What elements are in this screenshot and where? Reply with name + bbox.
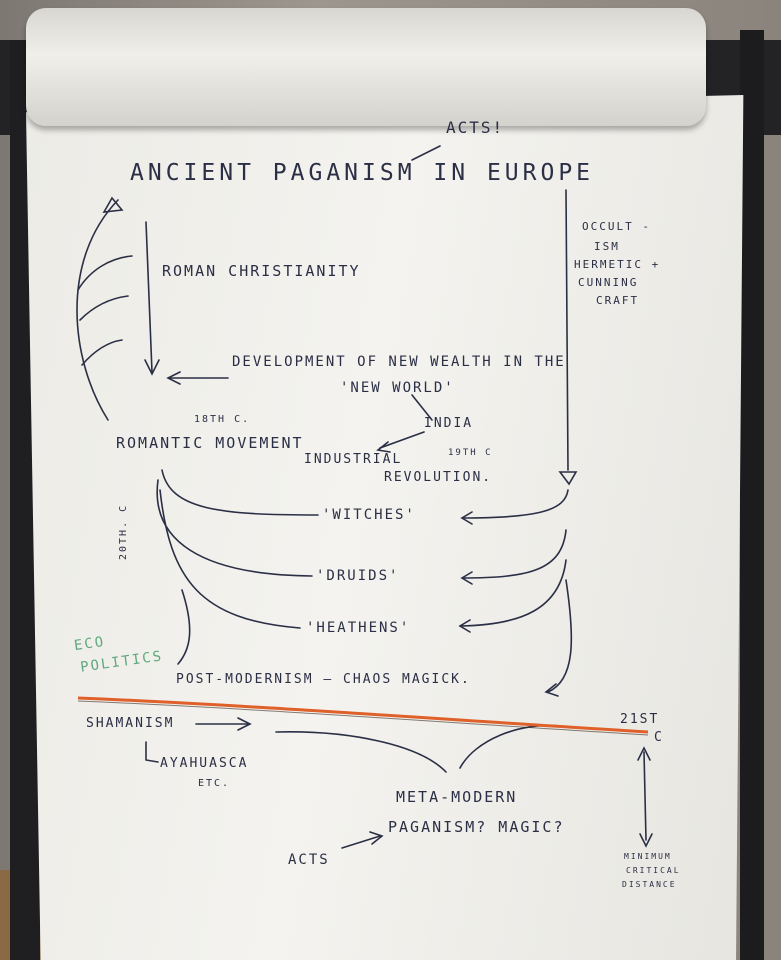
21st-century-c-text: C	[654, 730, 664, 745]
shamanism-text: SHAMANISM	[86, 716, 175, 731]
occult-line-3: HERMETIC +	[574, 258, 661, 271]
acts-bottom-text: ACTS	[288, 852, 330, 868]
flipchart-paper	[26, 95, 744, 960]
occult-line-5: CRAFT	[596, 294, 640, 307]
industrial-text: INDUSTRIAL	[304, 452, 403, 467]
occult-line-4: CUNNING	[578, 276, 639, 289]
acts-bottom-arrow	[341, 835, 381, 849]
occult-arrowhead	[558, 471, 578, 486]
small-arrow-2	[79, 295, 129, 321]
india-branch	[411, 394, 433, 421]
18th-century-text: 18TH C.	[194, 414, 251, 425]
21st-century-text: 21ST	[620, 712, 660, 727]
revolution-text: REVOLUTION.	[384, 470, 493, 485]
distance-arrowhead-top	[637, 746, 651, 761]
20th-century-text: 20TH. C	[118, 503, 129, 560]
development-arrowhead	[166, 371, 181, 385]
title-ancient-paganism: ANCIENT PAGANISM IN EUROPE	[130, 160, 595, 186]
branch-postmodern	[177, 589, 191, 665]
heathens-arrowhead	[458, 619, 471, 633]
ayahuasca-text: AYAHUASCA	[160, 756, 249, 771]
witches-arrowhead	[460, 511, 473, 525]
acts-pointer-line	[411, 145, 441, 161]
occult-to-chaos	[547, 579, 573, 693]
occult-to-witches	[461, 489, 569, 519]
roman-christianity-arrowhead	[144, 359, 160, 376]
easel-right-leg	[740, 30, 764, 960]
ayahuasca-branch	[145, 741, 159, 763]
minimum-text: MINIMUM	[624, 852, 672, 861]
new-world-text: 'NEW WORLD'	[340, 380, 455, 396]
occult-line-1: OCCULT -	[582, 220, 651, 233]
revival-curve	[76, 199, 119, 421]
shamanism-arrowhead	[237, 717, 252, 731]
revival-curve-arrowhead	[102, 196, 124, 213]
occult-line-2: ISM	[594, 240, 620, 253]
21st-century-red-line	[77, 696, 649, 734]
branch-heathens	[159, 489, 301, 629]
paganism-magic-text: PAGANISM? MAGIC?	[388, 818, 565, 836]
india-to-industrial-arrowhead	[376, 441, 391, 453]
paper-roll	[26, 8, 706, 126]
branch-druids	[156, 479, 313, 577]
occult-to-druids	[461, 529, 567, 579]
druids-text: 'DRUIDS'	[316, 568, 400, 584]
druids-arrowhead	[460, 571, 473, 585]
acts-bottom-arrowhead	[369, 831, 384, 845]
meta-modern-text: META-MODERN	[396, 788, 518, 806]
development-text: DEVELOPMENT OF NEW WEALTH IN THE	[232, 354, 566, 370]
distance-line	[643, 751, 647, 841]
heathens-text: 'HEATHENS'	[306, 620, 411, 636]
distance-arrowhead-bottom	[639, 833, 653, 848]
small-arrow-1	[77, 255, 133, 291]
distance-text: DISTANCE	[622, 880, 677, 889]
roman-christianity-text: ROMAN CHRISTIANITY	[162, 262, 361, 280]
postmodernism-text: POST-MODERNISM — CHAOS MAGICK.	[176, 672, 471, 687]
india-text: INDIA	[424, 416, 474, 431]
meta-curve-left	[275, 731, 447, 773]
occult-to-heathens	[459, 559, 567, 627]
meta-curve-right	[459, 724, 561, 769]
witches-text: 'WITCHES'	[322, 507, 416, 523]
branch-witches	[161, 469, 319, 516]
critical-text: CRITICAL	[626, 866, 681, 875]
roman-christianity-arrow	[145, 221, 153, 373]
india-to-industrial-arrow	[379, 431, 425, 449]
red-line-shadow	[77, 700, 649, 736]
acts-top-text: ACTS!	[446, 118, 505, 137]
chaos-arrowhead	[544, 683, 559, 697]
etc-text: ETC.	[198, 778, 231, 789]
occult-line	[565, 189, 569, 471]
romantic-movement-text: ROMANTIC MOVEMENT	[116, 434, 304, 452]
small-arrow-3	[81, 339, 123, 366]
19th-century-text: 19TH C	[448, 448, 493, 458]
